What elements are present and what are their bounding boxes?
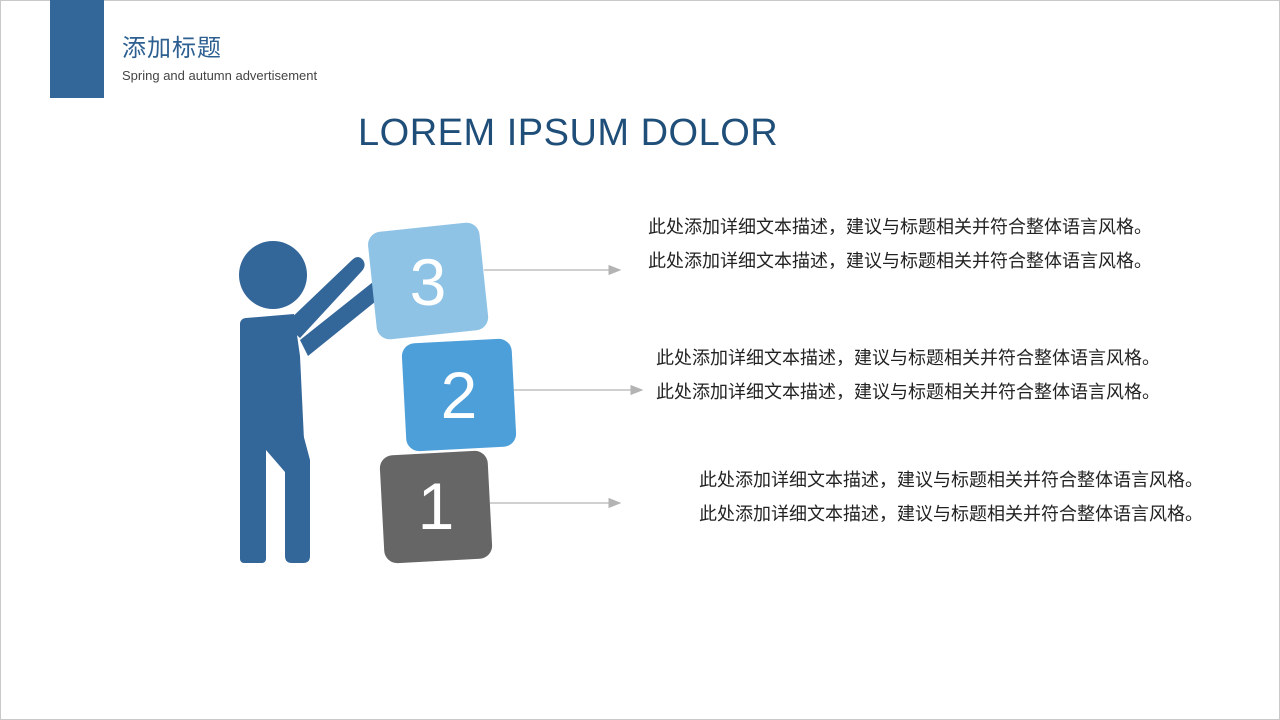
step-1-description: 此处添加详细文本描述，建议与标题相关并符合整体语言风格。此处添加详细文本描述，建…: [699, 470, 1203, 525]
step-2-number: 2: [441, 358, 478, 432]
step-3-block: [368, 222, 489, 340]
step-1-block: [379, 450, 493, 564]
step-2-description: 此处添加详细文本描述，建议与标题相关并符合整体语言风格。此处添加详细文本描述，建…: [656, 348, 1160, 403]
headline: LOREM IPSUM DOLOR: [358, 112, 779, 154]
person-icon: [239, 241, 392, 563]
step-1-number: 1: [418, 469, 455, 543]
slide-title: 添加标题: [122, 34, 222, 62]
title-accent-bar: [50, 0, 104, 98]
step-3-number: 3: [410, 245, 447, 319]
step-3-description: 此处添加详细文本描述，建议与标题相关并符合整体语言风格。此处添加详细文本描述，建…: [648, 217, 1152, 272]
step-2-block: [401, 338, 517, 452]
slide-subtitle: Spring and autumn advertisement: [122, 68, 318, 83]
